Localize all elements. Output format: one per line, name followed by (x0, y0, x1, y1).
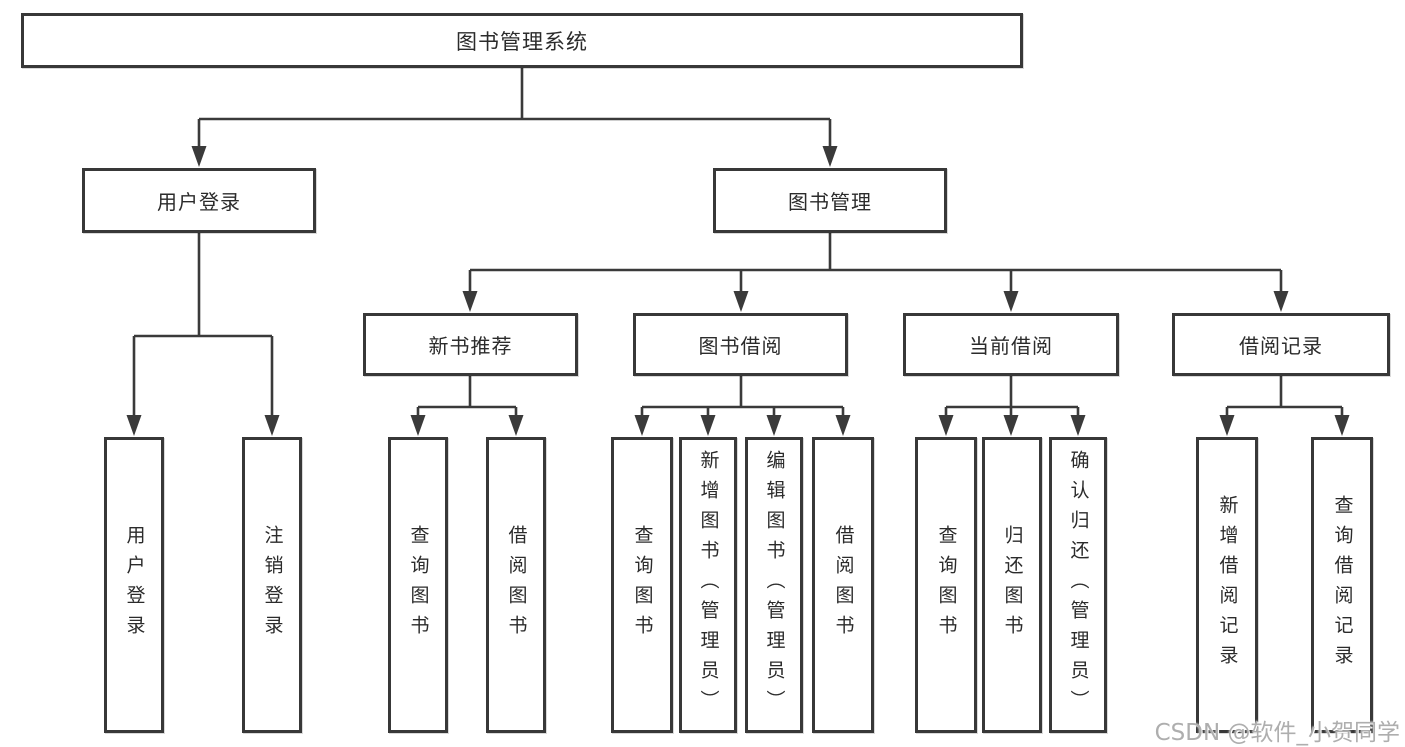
node-user-login: 用户登录 (82, 168, 316, 233)
leaf-borrow-books-recommend: 借阅图书 (486, 437, 546, 733)
leaf-query-books-recommend: 查询图书 (388, 437, 448, 733)
node-book-borrow: 图书借阅 (633, 313, 848, 376)
leaf-borrow-books: 借阅图书 (812, 437, 874, 733)
leaf-return-books: 归还图书 (982, 437, 1042, 733)
leaf-query-borrow-record: 查询借阅记录 (1311, 437, 1373, 733)
node-new-book-recommend: 新书推荐 (363, 313, 578, 376)
leaf-query-books-borrow: 查询图书 (611, 437, 673, 733)
leaf-edit-books-admin: 编辑图书（管理员） (745, 437, 803, 733)
node-book-management: 图书管理 (713, 168, 947, 233)
leaf-add-books-admin: 新增图书（管理员） (679, 437, 737, 733)
leaf-query-books-current: 查询图书 (915, 437, 977, 733)
leaf-logout-login: 注销登录 (242, 437, 302, 733)
leaf-add-borrow-record: 新增借阅记录 (1196, 437, 1258, 733)
node-borrow-records: 借阅记录 (1172, 313, 1390, 376)
node-current-borrow: 当前借阅 (903, 313, 1119, 376)
leaf-confirm-return-admin: 确认归还（管理员） (1049, 437, 1107, 733)
leaf-user-login: 用户登录 (104, 437, 164, 733)
node-root: 图书管理系统 (21, 13, 1023, 68)
csdn-watermark: CSDN @软件_小贺同学 (1154, 720, 1400, 746)
